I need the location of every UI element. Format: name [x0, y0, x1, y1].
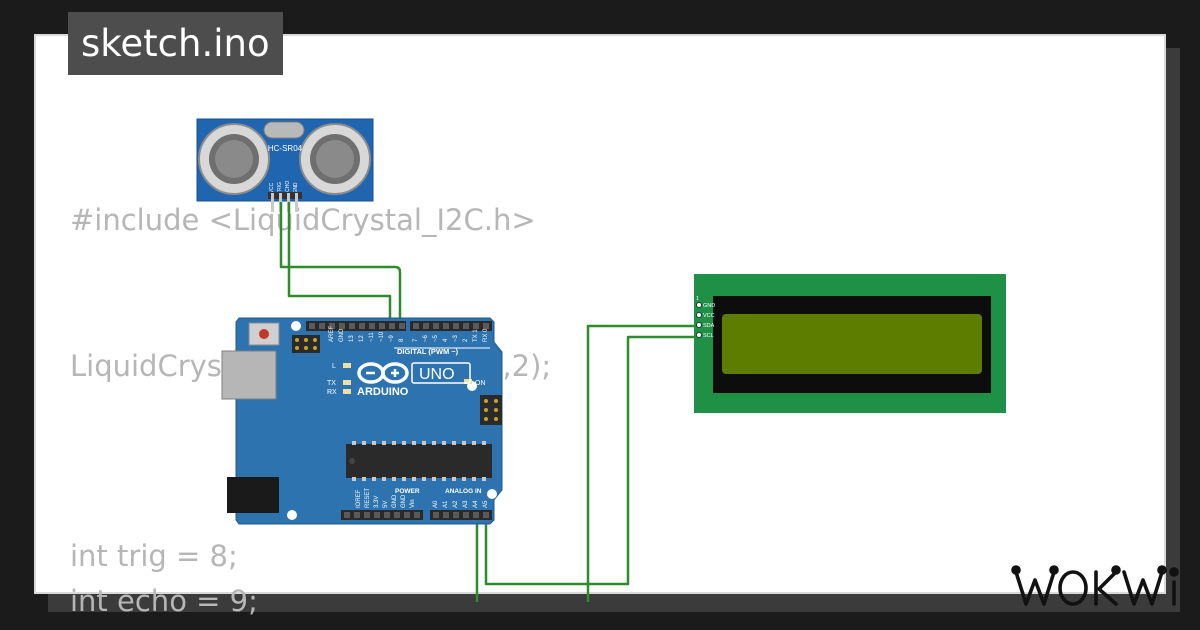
pin-label: RX 0	[483, 328, 489, 342]
wokwi-logo[interactable]: WOKWI	[1008, 560, 1188, 616]
pin-label: A1	[443, 500, 449, 508]
lcd-pin-label: VCC	[703, 313, 715, 319]
pin-label: ~6	[423, 334, 429, 342]
code-line: int trig = 8;	[70, 539, 238, 573]
usb-connector	[221, 350, 277, 400]
pin-label: GND	[339, 328, 345, 342]
wire-trig[interactable]	[279, 202, 402, 324]
sensor-pin-label: VCC	[269, 182, 275, 193]
sensor-pin-label: ECHO	[285, 181, 291, 196]
arduino-uno[interactable]: AREF GND 13 12 ~11 ~10 ~9 8 7 ~6 ~5 4 ~3…	[221, 317, 503, 525]
power-jack	[227, 477, 279, 513]
lcd-pin-label: SDA	[703, 323, 715, 329]
pin-label: ~3	[453, 334, 459, 342]
led-label: TX	[327, 380, 336, 387]
pin-label: 4	[443, 338, 449, 342]
digital-header-label: DIGITAL (PWM ~)	[397, 347, 459, 356]
pin-label: GND	[401, 494, 407, 508]
wire-lcd-sda[interactable]	[586, 324, 702, 602]
sensor-crystal	[263, 121, 305, 139]
pin-label: 3.3V	[374, 496, 380, 508]
sensor-transducer-right	[299, 123, 371, 195]
circuit-diagram: HC-SR04 VCC TRIG ECHO GND	[196, 118, 1006, 602]
pin-label: A3	[463, 500, 469, 508]
icsp-header-2	[480, 395, 502, 425]
wire-scl[interactable]	[484, 335, 702, 586]
model-badge	[411, 362, 471, 384]
pin-label: 5V	[383, 501, 389, 508]
pin-label: A2	[453, 500, 459, 508]
lcd-pin-label: GND	[703, 303, 715, 309]
pin-label: ~9	[389, 334, 395, 342]
lcd-pins[interactable]	[696, 302, 702, 338]
wokwi-logo-graphic	[1011, 565, 1179, 606]
top-pin-labels: AREF GND 13 12 ~11 ~10 ~9 8 7 ~6 ~5 4 ~3…	[329, 326, 489, 342]
wire-echo[interactable]	[287, 202, 392, 324]
pin-label: Vin	[410, 499, 416, 508]
file-tab-label: sketch.ino	[81, 22, 270, 65]
pin-label: TX 1	[473, 329, 479, 342]
led-label: RX	[327, 389, 337, 396]
pin-label: 2	[463, 338, 469, 342]
sensor-pin-label: GND	[293, 182, 299, 194]
wires	[279, 202, 702, 602]
mount-hole	[487, 489, 497, 499]
code-line: int echo = 9;	[70, 584, 258, 618]
arduino-model: UNO	[419, 366, 455, 383]
reset-button[interactable]	[259, 329, 269, 339]
mount-hole	[291, 321, 301, 331]
lcd-pin-labels: 1 GND VCC SDA SCL	[696, 296, 715, 339]
microcontroller-chip	[346, 441, 492, 481]
analog-header-label: ANALOG IN	[445, 488, 482, 495]
pin-label: RESET	[365, 488, 371, 508]
pin-label: 13	[349, 335, 355, 342]
pin-label: ~5	[433, 334, 439, 342]
pin-label: A5	[483, 500, 489, 508]
mount-hole	[287, 510, 297, 520]
arduino-brand: ARDUINO	[357, 386, 409, 398]
pin-label: 8	[399, 338, 405, 342]
icsp-header	[292, 335, 320, 353]
bottom-headers[interactable]	[341, 510, 492, 520]
led-label: L	[332, 363, 336, 370]
pin-label: A4	[473, 500, 479, 508]
sensor-pin-label: TRIG	[277, 182, 283, 194]
digital-header[interactable]	[306, 321, 492, 331]
diagram-canvas[interactable]: #include <LiquidCrystal_I2C.h> LiquidCry…	[34, 34, 1179, 618]
pin-label: GND	[392, 494, 398, 508]
sensor-transducer-left	[198, 123, 270, 195]
sensor-pin-header	[268, 192, 302, 212]
pin-label: ~10	[379, 331, 385, 342]
lcd-display[interactable]: 1 GND VCC SDA SCL	[694, 274, 1006, 413]
bottom-pin-labels: IOREF RESET 3.3V 5V GND GND Vin A0 A1 A2…	[356, 488, 489, 508]
ultrasonic-sensor[interactable]: HC-SR04 VCC TRIG ECHO GND	[196, 118, 374, 212]
lcd-screen	[722, 314, 982, 374]
code-line: #include <LiquidCrystal_I2C.h>	[70, 203, 536, 237]
power-header-label: POWER	[395, 488, 420, 495]
pin-label: A0	[433, 500, 439, 508]
led-label: ON	[475, 380, 486, 387]
pin-label: 7	[413, 338, 419, 342]
pin-label: AREF	[329, 326, 335, 342]
lcd-pin-label: SCL	[703, 333, 714, 339]
pin-label: 12	[359, 335, 365, 342]
file-tab[interactable]: sketch.ino	[68, 12, 283, 75]
lcd-pin-number: 1	[696, 296, 699, 302]
pin-label: IOREF	[356, 489, 362, 508]
sensor-label: HC-SR04	[268, 144, 303, 153]
status-leds: L TX RX ON	[327, 363, 486, 396]
arduino-logo	[357, 362, 409, 384]
pin-label: ~11	[369, 332, 375, 342]
